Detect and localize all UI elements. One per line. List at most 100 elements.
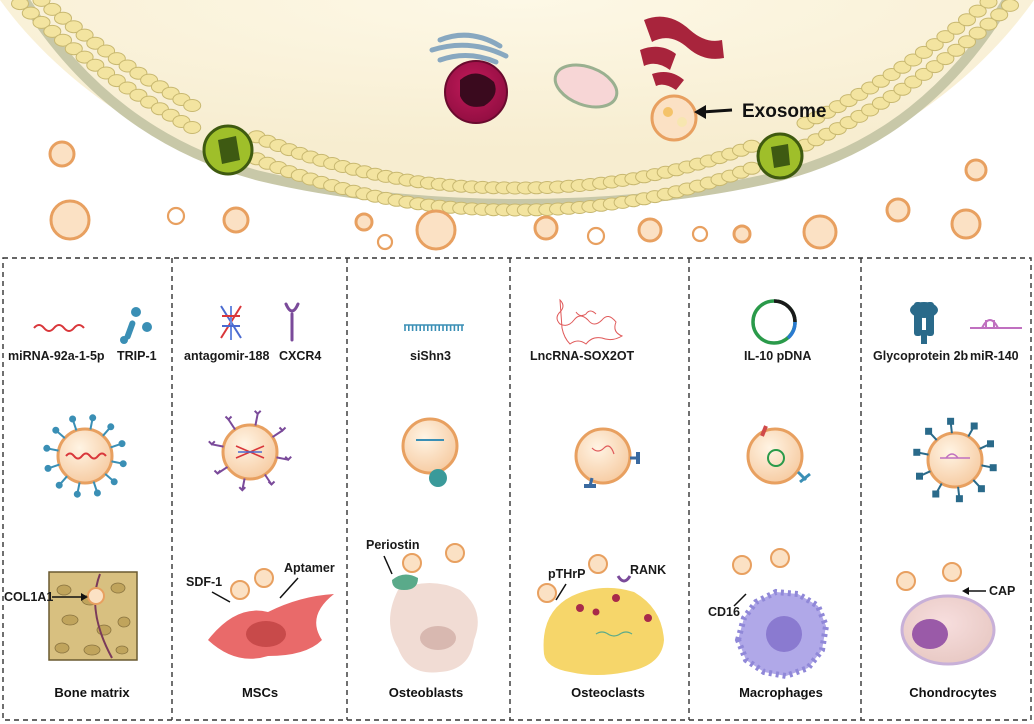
plasmid-icon [751, 299, 797, 345]
lipid-head [86, 36, 105, 50]
ligand-head [110, 478, 118, 486]
rank-receptor [616, 575, 632, 583]
ligand-head [267, 480, 276, 486]
free-vesicle [586, 226, 606, 246]
ligand-head [208, 440, 216, 446]
lipid-head [936, 52, 955, 66]
free-vesicle [376, 233, 394, 251]
lipid-head [86, 58, 105, 72]
free-vesicle [354, 212, 374, 232]
lipid-head [914, 45, 933, 59]
free-vesicle [732, 224, 752, 244]
glycoprotein-icon [910, 302, 938, 344]
lipid-head [979, 0, 998, 9]
cd16-arrow [733, 593, 747, 607]
ligand-head [278, 426, 287, 432]
periostin-arrow [383, 555, 393, 575]
cap-arrowhead [962, 587, 969, 595]
mirna-icon [33, 324, 85, 332]
panel-macrophages: IL-10 pDNA CD16 Macrophages [708, 299, 830, 700]
ligand-head [119, 460, 127, 468]
ligand-head [43, 444, 51, 452]
small-exosome [896, 571, 916, 591]
ligand-head [925, 427, 933, 435]
exosome-arrowhead [694, 105, 706, 119]
lipid-head [75, 50, 94, 64]
lipid-head [1001, 0, 1019, 12]
ligand-head [977, 485, 985, 493]
lipid-head [968, 26, 987, 40]
cargo-label-2: miR-140 [970, 349, 1019, 363]
aptamer-label: Aptamer [284, 561, 335, 575]
mir140-icon [970, 319, 1022, 329]
lipid-head [183, 99, 202, 112]
cargo-label-1: Glycoprotein 2b [873, 349, 969, 363]
panel-mscs: antagomir-188 CXCR4 SDF-1 Aptamer MSCs [184, 302, 335, 700]
lipid-head [936, 30, 955, 44]
ligand-head [284, 455, 292, 462]
antagomir-icon [220, 305, 242, 340]
lipid-head [64, 42, 83, 56]
ligand-head [970, 422, 978, 430]
small-exosome [770, 548, 790, 568]
ligand-head [238, 486, 247, 492]
free-vesicle [885, 197, 911, 223]
ligand-head [44, 464, 52, 472]
exosome-label: Exosome [742, 101, 826, 122]
ligand-head [224, 415, 233, 421]
surface-ligand [241, 478, 246, 491]
ligand-head [55, 481, 63, 489]
cxcr4-icon [284, 302, 300, 342]
trip1-icon [120, 307, 152, 344]
ligand-head [107, 423, 115, 431]
ligand-head [916, 472, 923, 480]
free-vesicle [964, 158, 988, 182]
sdf1-arrow [211, 591, 231, 603]
free-vesicle [166, 206, 186, 226]
free-vesicle [950, 208, 982, 240]
small-exosome [254, 568, 274, 588]
lipid-head [947, 21, 966, 35]
periostin-label: Periostin [366, 538, 420, 552]
lipid-head [925, 38, 944, 52]
membrane-inner-line [18, 0, 1014, 210]
surface-ligand [276, 456, 289, 461]
msc-cell [208, 594, 334, 659]
cd16-label: CD16 [708, 605, 740, 619]
cargo-label-2: TRIP-1 [117, 349, 157, 363]
exosome-inside-cell [650, 94, 698, 142]
panel-osteoblasts: siShn3 Periostin Osteoblasts [366, 324, 478, 700]
ligand-head [989, 464, 997, 472]
free-vesicle [222, 206, 250, 234]
panel-caption: Macrophages [739, 685, 823, 700]
exosome-arrow [701, 108, 733, 114]
lipid-head [979, 17, 998, 31]
ligand-head [932, 490, 940, 498]
ligand-head [73, 490, 81, 498]
lipid-head [968, 4, 987, 18]
lipid-head [990, 8, 1009, 22]
lipid-head [43, 24, 62, 38]
cargo-label-1: LncRNA-SOX2OT [530, 349, 635, 363]
free-vesicle [802, 214, 838, 250]
lipid-head [183, 121, 202, 134]
pthrp-label: pTHrP [548, 567, 586, 581]
ligand-head [947, 417, 955, 425]
cargo-label-1: antagomir-188 [184, 349, 269, 363]
panel-caption: Osteoblasts [389, 685, 463, 700]
lipid-head [32, 15, 51, 29]
lipid-head [947, 43, 966, 57]
lipid-head [958, 13, 976, 27]
panel-osteoclasts: LncRNA-SOX2OT pTHrP RANK Osteoclasts [530, 298, 666, 700]
lipid-head [54, 11, 72, 25]
panel-bone-matrix: miRNA-92a-1-5p TRIP-1 COL1A1 Bone matrix [4, 307, 157, 700]
engineered-exosome [746, 425, 811, 485]
mitochondrion [553, 63, 619, 109]
osteoclast-cell [543, 587, 664, 675]
rank-label: RANK [630, 563, 666, 577]
free-vesicle [49, 199, 91, 241]
lipid-head [11, 0, 29, 11]
free-vesicle [415, 209, 457, 251]
cargo-label-1: IL-10 pDNA [744, 349, 811, 363]
